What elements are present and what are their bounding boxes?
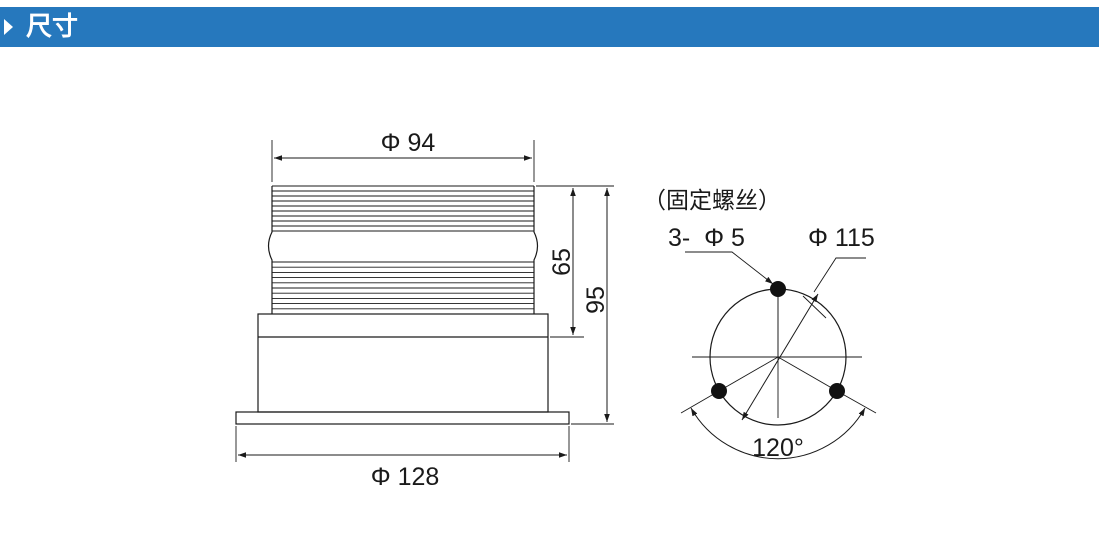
base-diameter-label: Φ 128 [371,463,440,491]
fixing-screw-note: （固定螺丝） [643,187,781,213]
section-header: 尺寸 [0,7,1099,47]
chevron-right-icon [4,19,13,35]
side-view [235,140,614,462]
head-outline [267,186,539,314]
base-plate [235,411,570,425]
head-height-label: 65 [548,248,576,276]
mounting-hole [829,383,845,399]
angle-arc [690,407,866,460]
section-title: 尺寸 [26,12,79,42]
total-height-label: 95 [582,286,610,314]
pitch-diameter-leader [813,257,866,293]
mounting-hole [711,383,727,399]
hole-leader [685,251,774,285]
top-view [680,251,877,460]
mounting-holes [711,281,845,399]
pitch-diameter-label: Φ 115 [808,224,875,252]
pitch-diameter-line [741,293,819,421]
angle-label: 120° [752,434,804,462]
top-diameter-label: Φ 94 [381,129,436,157]
hole-spec-label: 3- Φ 5 [668,224,745,252]
mounting-hole [770,281,786,297]
body-block [257,313,549,413]
ribbed-head [272,185,534,315]
